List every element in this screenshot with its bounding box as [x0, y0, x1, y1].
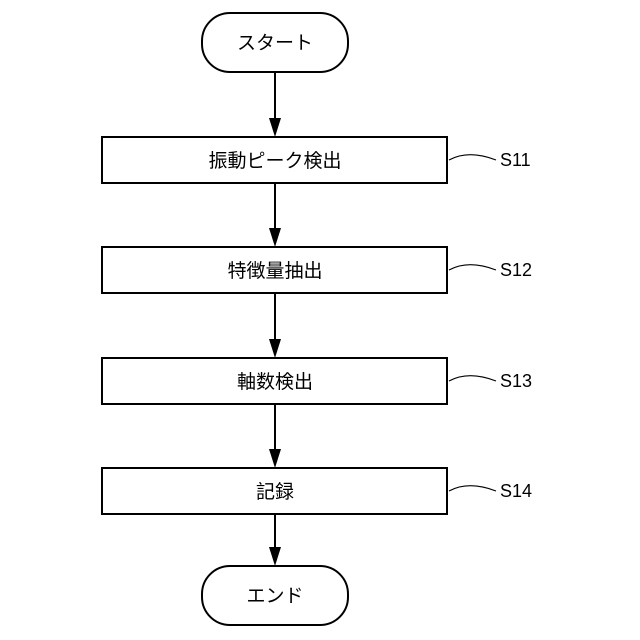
- arrow-s11-to-s12: [269, 183, 281, 247]
- process-step-s11: 振動ピーク検出 S11: [102, 137, 531, 183]
- process-step-s12: 特徴量抽出 S12: [102, 247, 532, 293]
- step-label-s14: 記録: [256, 481, 294, 503]
- step-id-s14: S14: [500, 481, 532, 501]
- step-leader-line-s14: [449, 486, 496, 491]
- process-step-s13: 軸数検出 S13: [102, 358, 532, 404]
- arrow-s13-to-s14: [269, 404, 281, 468]
- end-label: エンド: [246, 585, 303, 607]
- step-label-s12: 特徴量抽出: [227, 260, 322, 282]
- step-label-s13: 軸数検出: [237, 371, 313, 393]
- step-id-s12: S12: [500, 260, 532, 280]
- step-leader-line-s11: [449, 155, 496, 160]
- process-step-s14: 記録 S14: [102, 468, 532, 514]
- step-id-s13: S13: [500, 371, 532, 391]
- start-label: スタート: [237, 32, 313, 54]
- arrowhead-icon: [269, 339, 281, 358]
- arrow-s14-to-end: [269, 514, 281, 566]
- step-leader-line-s13: [449, 376, 496, 381]
- step-label-s11: 振動ピーク検出: [208, 150, 341, 172]
- arrow-start-to-s11: [269, 72, 281, 137]
- start-terminator: スタート: [202, 13, 348, 72]
- step-id-s11: S11: [500, 150, 531, 170]
- arrowhead-icon: [269, 228, 281, 247]
- end-terminator: エンド: [202, 566, 348, 625]
- step-leader-line-s12: [449, 265, 496, 270]
- arrowhead-icon: [269, 449, 281, 468]
- arrowhead-icon: [269, 118, 281, 137]
- arrowhead-icon: [269, 547, 281, 566]
- arrow-s12-to-s13: [269, 293, 281, 358]
